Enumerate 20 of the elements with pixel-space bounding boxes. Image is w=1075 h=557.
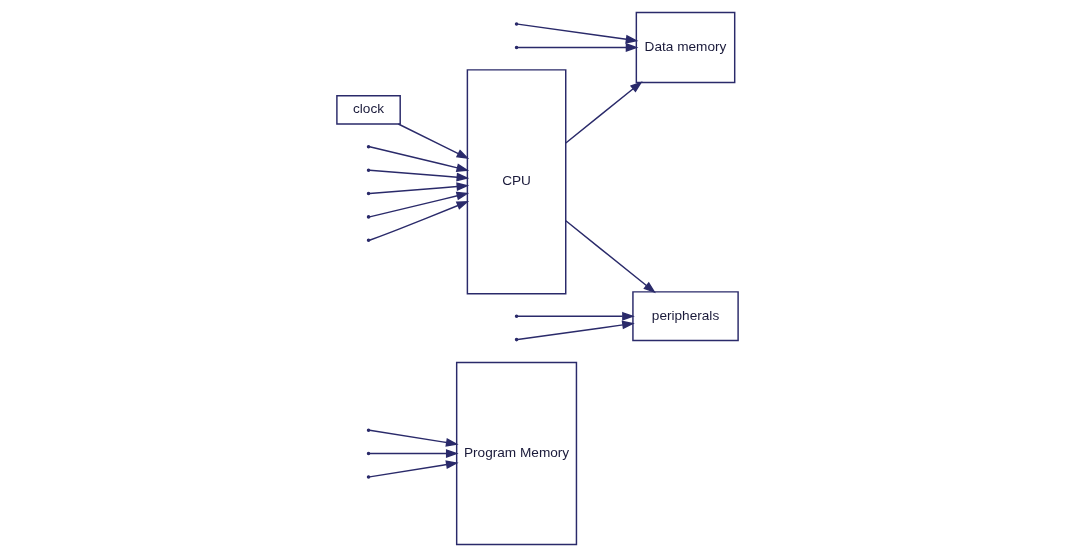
arrow (368, 460, 459, 478)
node-box: Program Memory (455, 361, 578, 546)
arrow (368, 182, 470, 195)
arrow (368, 146, 470, 173)
arrow (565, 220, 656, 294)
arrow (516, 43, 639, 52)
arrow (368, 200, 470, 241)
arrow (516, 23, 639, 44)
arrow (368, 429, 459, 447)
node-box: peripherals (632, 291, 739, 342)
arrow (368, 169, 470, 182)
arrow (516, 311, 635, 321)
arrow (565, 81, 643, 144)
arrow (516, 320, 635, 341)
node-box: Data memory (635, 11, 736, 84)
arrow (368, 449, 459, 458)
arrow (368, 191, 470, 218)
node-box: clock (336, 94, 401, 125)
arrow (397, 123, 470, 159)
node-box: CPU (466, 69, 567, 295)
